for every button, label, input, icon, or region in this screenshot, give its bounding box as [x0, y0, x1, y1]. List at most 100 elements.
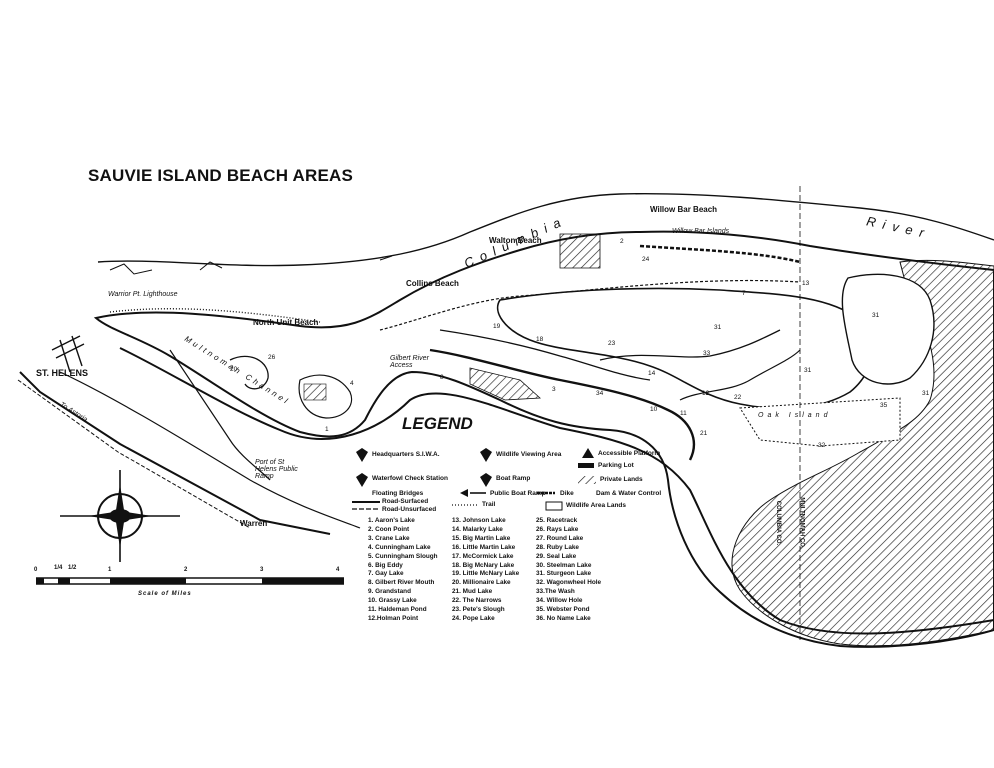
lake-list-item: 23. Pete's Slough [452, 606, 505, 614]
legend-public-boat-ramp: Public Boat Ramp [490, 490, 546, 497]
st-helens-streets [51, 335, 85, 373]
legend-floating-bridges: Floating Bridges [372, 490, 424, 497]
multnomah-county-label: MULTNOMAH CO. [798, 497, 805, 549]
map-number: 18 [536, 336, 544, 343]
lake-list-item: 22. The Narrows [452, 597, 502, 605]
columbia-north-shore [97, 192, 994, 267]
compass-rose [60, 470, 180, 562]
lake-list-item: 4. Cunningham Lake [368, 543, 431, 551]
map-number: 13 [802, 280, 810, 287]
lake-list-column-3: 25. Racetrack 26. Rays Lake 27. Round La… [536, 517, 601, 624]
scale-tick-0: 0 [34, 567, 38, 573]
map-number: 12 [702, 390, 710, 397]
lake-list-item: 17. McCormick Lake [452, 552, 514, 560]
lake-list-item: 30. Steelman Lake [536, 561, 592, 569]
legend-title: LEGEND [402, 414, 473, 433]
lake-list-item: 24. Pope Lake [452, 614, 495, 622]
lake-list-item: 8. Gilbert River Mouth [368, 579, 435, 587]
map-number: 24 [642, 256, 650, 263]
scale-tick-quarter: 1/4 [54, 565, 63, 571]
lake-list-item: 9. Grandstand [368, 588, 411, 596]
map-number: 31 [922, 390, 930, 397]
lake-list-item: 35. Webster Pond [536, 606, 590, 614]
sturgeon-lake-east [841, 273, 935, 385]
oak-island [739, 397, 901, 447]
scale-tick-half: 1/2 [68, 565, 77, 571]
legend-boat-ramp: Boat Ramp [496, 475, 531, 482]
warren-label: Warren [240, 519, 268, 528]
map-number: 31 [872, 312, 880, 319]
st-helens-label: ST. HELENS [36, 368, 89, 378]
slough-2 [599, 329, 781, 361]
private-lands-east [731, 259, 994, 647]
map-number: 7 [742, 290, 746, 297]
lake-list-column-1: 1. Aaron's Lake 2. Coon Point 3. Crane L… [368, 517, 438, 624]
map-number: 23 [608, 340, 616, 347]
willow-bar-islands-label: Willow Bar Islands [672, 228, 730, 235]
scale-label: Scale of Miles [138, 591, 192, 597]
legend-dike: Dike [560, 490, 574, 497]
legend-accessible-platform: Accessible Platform [598, 450, 661, 457]
map-number: 19 [493, 323, 501, 330]
map-number: 35 [880, 402, 888, 409]
willow-bar-beach-label: Willow Bar Beach [650, 205, 718, 214]
legend-symbols [352, 448, 596, 511]
lake-list-item: 19. Little McNary Lake [452, 570, 520, 578]
slough-1 [439, 329, 651, 381]
scale-tick-3: 3 [260, 567, 264, 573]
map-number: 20 [230, 366, 238, 373]
lake-list-item: 36. No Name Lake [536, 614, 591, 622]
lake-list-item: 20. Millionaire Lake [452, 579, 511, 587]
lake-list-item: 18. Big McNary Lake [452, 561, 515, 569]
walton-beach-label: Walton Beach [489, 236, 542, 245]
map-number: 11 [680, 410, 687, 417]
map-number: 31 [714, 324, 722, 331]
collins-beach-label: Collins Beach [406, 279, 459, 288]
lake-list-item: 15. Big Martin Lake [452, 534, 511, 542]
lake-list-item: 33.The Wash [536, 588, 575, 596]
warrior-lighthouse-label: Warrior Pt. Lighthouse [108, 291, 178, 298]
lake-list-item: 7. Gay Lake [368, 570, 404, 578]
map-number: 26 [268, 354, 276, 361]
columbia-county-label: COLUMBIA CO. [775, 500, 782, 546]
legend-headquarters: Headquarters S.I.W.A. [372, 451, 440, 458]
map-number: 32 [818, 442, 826, 449]
north-unit-slough [229, 355, 269, 390]
slough-3 [679, 349, 801, 401]
lake-list-column-2: 13. Johnson Lake 14. Malarky Lake 15. Bi… [452, 517, 519, 624]
lake-list-item: 28. Ruby Lake [536, 543, 579, 551]
map-title: SAUVIE ISLAND BEACH AREAS [88, 166, 354, 185]
lake-list-item: 34. Willow Hole [536, 597, 583, 605]
map-number: 34 [596, 390, 604, 397]
sturgeon-lake [496, 287, 874, 410]
legend-road-unsurfaced: Road-Unsurfaced [382, 506, 437, 513]
lake-list-item: 5. Cunningham Slough [368, 552, 438, 560]
lake-list-item: 16. Little Martin Lake [452, 543, 516, 551]
lake-list-item: 26. Rays Lake [536, 525, 579, 533]
gilbert-river-access-label: Gilbert River Access [390, 355, 429, 369]
scale-bar [36, 577, 344, 585]
lake-list-item: 13. Johnson Lake [452, 517, 506, 524]
scale-tick-1: 1 [108, 567, 112, 573]
scappoose-bay [169, 349, 271, 481]
gilbert-river [429, 348, 695, 461]
legend-wildlife-area-lands: Wildlife Area Lands [566, 502, 627, 509]
lake-list-item: 2. Coon Point [368, 525, 410, 533]
map-number: 14 [648, 370, 656, 377]
beach-shore-dots [109, 308, 321, 323]
map-number: 22 [734, 394, 742, 401]
map-number: 3 [552, 386, 556, 393]
lake-list-item: 32. Wagonwheel Hole [536, 579, 602, 587]
highway-30 [19, 371, 331, 535]
oak-island-label: Oak Island [758, 412, 832, 419]
lake-list-item: 11. Haldeman Pond [368, 606, 427, 614]
legend-private-lands: Private Lands [600, 476, 643, 483]
lake-list-item: 1. Aaron's Lake [368, 517, 415, 524]
railroad [17, 379, 251, 529]
map-number: 10 [650, 406, 658, 413]
lake-list-item: 31. Sturgeon Lake [536, 570, 592, 578]
private-lands-central [469, 367, 541, 401]
lake-list-item: 21. Mud Lake [452, 588, 493, 596]
private-lands-north [559, 233, 601, 269]
